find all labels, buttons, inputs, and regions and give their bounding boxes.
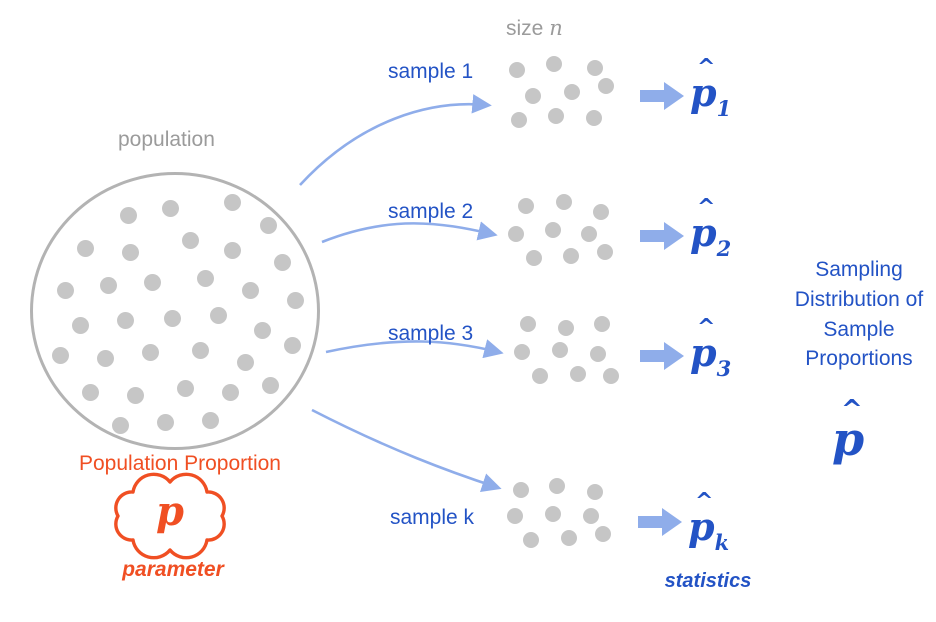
sample-dot [549,478,565,494]
sample-dot [526,250,542,266]
sample-2-label: sample 2 [388,200,474,223]
sample-1-cluster [500,56,618,136]
stat-subscript: 3 [716,356,732,381]
p-symbol: p [690,70,717,115]
sample-dot [507,508,523,524]
sample-dot [587,60,603,76]
sample-dot [587,484,603,500]
sample-dot [583,508,599,524]
sample-dot [513,482,529,498]
block-arrow-k [638,508,682,536]
sample-k-cluster [503,478,621,560]
sample-dot [532,368,548,384]
statistics-caption: statistics [664,570,752,592]
parameter-caption: parameter [122,558,224,581]
sample-dot [548,108,564,124]
sample-dot [525,88,541,104]
sample-dot [520,316,536,332]
sample-dot [556,194,572,210]
hat-icon: ^ [841,395,863,425]
sample-dot [509,62,525,78]
stat-p-hat: ^p [832,395,864,462]
sample-dot [508,226,524,242]
sample-dot [511,112,527,128]
sample-k-label: sample k [390,506,475,529]
p-symbol: p [688,504,715,549]
sample-dot [593,204,609,220]
sample-dot [545,506,561,522]
p-symbol: p [690,330,717,375]
sample-dot [518,198,534,214]
stat-subscript: 2 [716,236,732,261]
stat-subscript: 1 [716,96,732,121]
stat-subscript: k [714,530,730,555]
sample-dot [545,222,561,238]
sampling-distribution-title: Sampling Distribution of Sample Proporti… [794,258,924,371]
size-label-text: size [506,17,550,40]
sample-1-label: sample 1 [388,60,474,83]
hat-icon: ^ [697,55,716,80]
sample-dot [590,346,606,362]
sample-dot [552,342,568,358]
sample-dot [523,532,539,548]
p-symbol: p [832,412,865,466]
hat-icon: ^ [695,489,714,514]
sample-dot [598,78,614,94]
stat-p-hat-k: ^pk [688,489,730,556]
sample-dot [514,344,530,360]
stat-p-hat-1: ^p1 [690,55,732,122]
sample-dot [595,526,611,542]
block-arrow-1 [640,82,684,110]
sample-dot [546,56,562,72]
stat-p-hat-2: ^p2 [690,195,732,262]
hat-icon: ^ [697,195,716,220]
sample-3-label: sample 3 [388,322,474,345]
sample-dot [561,530,577,546]
population-label: population [118,128,215,151]
sample-dot [581,226,597,242]
sample-dot [586,110,602,126]
sample-dot [597,244,613,260]
sample-3-cluster [508,316,626,396]
sample-dot [603,368,619,384]
sample-arrow-1 [299,94,492,186]
population-proportion-title: Population Proportion [79,452,281,475]
sample-dot [563,248,579,264]
sample-arrow-2 [321,221,498,244]
size-label: size n [506,16,563,41]
p-symbol: p [690,210,717,255]
block-arrow-2 [640,222,684,250]
parameter-p-symbol: p [156,488,184,535]
stat-p-hat-3: ^p3 [690,315,732,382]
sample-dot [594,316,610,332]
hat-icon: ^ [697,315,716,340]
size-n-symbol: n [549,16,563,40]
sample-dot [558,320,574,336]
sample-dot [570,366,586,382]
sample-dot [564,84,580,100]
sample-2-cluster [504,194,622,276]
block-arrow-3 [640,342,684,370]
population-circle [30,172,320,450]
sample-arrow-k [311,408,502,493]
